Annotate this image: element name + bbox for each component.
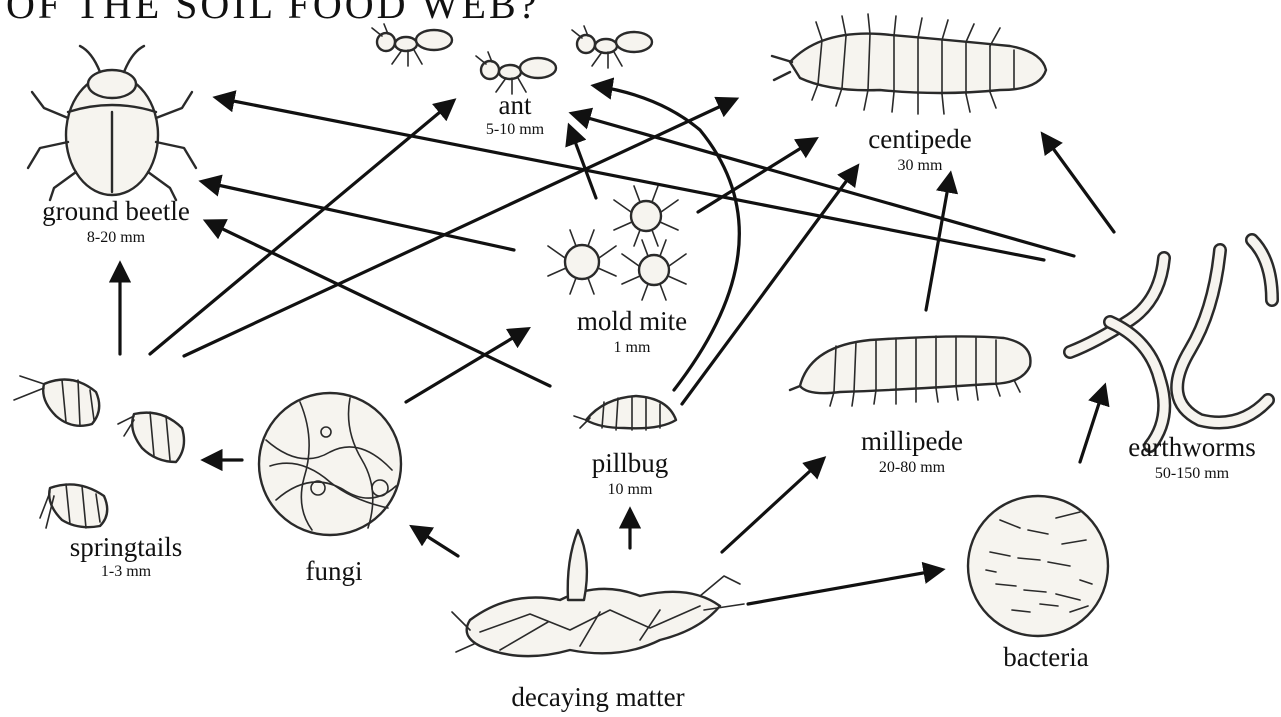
pillbug-name: pillbug <box>592 448 669 478</box>
mold-mite-name: mold mite <box>577 306 687 336</box>
arrow-decaying-to-bacteria <box>748 570 940 604</box>
springtails-illustration <box>14 376 184 528</box>
springtails-size: 1-3 mm <box>101 563 152 580</box>
millipede-size: 20-80 mm <box>879 459 946 476</box>
ant-name: ant <box>499 90 532 120</box>
ant-illustration <box>372 24 652 94</box>
fungi-name: fungi <box>306 556 363 586</box>
pillbug-illustration <box>574 396 676 430</box>
bacteria-name: bacteria <box>1003 642 1088 672</box>
springtails-name: springtails <box>70 532 183 562</box>
centipede-name: centipede <box>868 124 971 154</box>
arrow-earthworms-to-ant <box>574 114 1074 256</box>
heading-fragment: OF THE SOIL FOOD WEB? <box>6 0 539 27</box>
centipede-size: 30 mm <box>898 157 943 174</box>
mold-mite-illustration <box>548 186 686 300</box>
pillbug-size: 10 mm <box>608 481 653 498</box>
arrow-earthworms-to-centipede <box>1044 136 1114 232</box>
arrow-millipede-to-centipede <box>926 176 950 310</box>
earthworms-name: earthworms <box>1128 432 1255 462</box>
arrow-mold-mite-to-ant <box>570 128 596 198</box>
arrow-decaying-to-millipede <box>722 460 822 552</box>
bacteria-illustration <box>968 496 1108 636</box>
ground-beetle-illustration <box>28 46 196 200</box>
ground-beetle-size: 8-20 mm <box>87 229 146 246</box>
fungi-illustration <box>259 393 401 535</box>
arrow-decaying-to-fungi <box>414 528 458 556</box>
ground-beetle-name: ground beetle <box>42 196 190 226</box>
decaying-matter-name: decaying matter <box>511 682 684 712</box>
millipede-name: millipede <box>861 426 963 456</box>
mold-mite-size: 1 mm <box>614 339 651 356</box>
arrow-bacteria-to-earthworms <box>1080 388 1104 462</box>
earthworms-illustration <box>1070 240 1272 446</box>
ant-size: 5-10 mm <box>486 121 545 138</box>
earthworms-size: 50-150 mm <box>1155 465 1230 482</box>
arrow-mold-mite-to-ground-beetle <box>204 182 514 250</box>
arrow-earthworms-to-ground-beetle <box>218 98 1044 260</box>
centipede-illustration <box>772 14 1046 114</box>
millipede-illustration <box>790 336 1030 406</box>
decaying-matter-illustration <box>452 530 744 656</box>
